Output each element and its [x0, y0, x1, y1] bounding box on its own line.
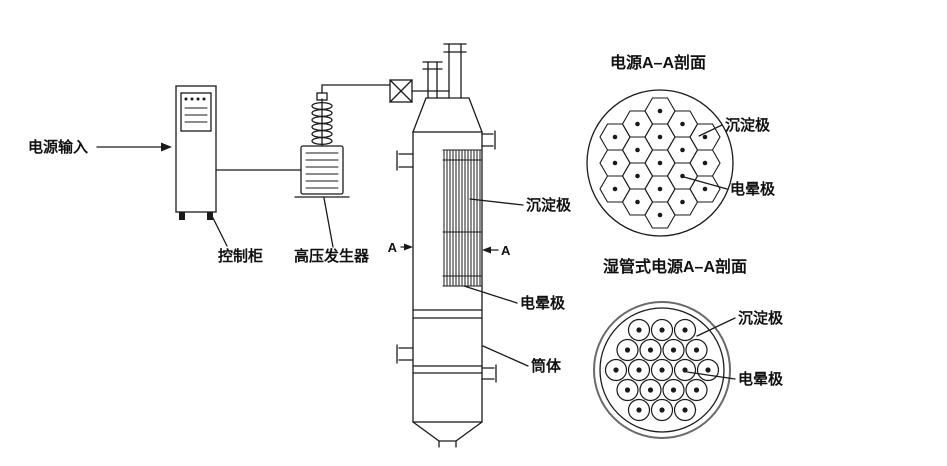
- wet-tube-section: 湿管式电源A–A剖面 沉淀极 电晕极: [593, 257, 784, 439]
- leader-line: [463, 285, 518, 304]
- wet-corona-electrode-label: 电晕极: [738, 370, 784, 388]
- control-cabinet: 控制柜: [175, 85, 263, 265]
- power-input-label: 电源输入: [28, 138, 88, 156]
- section-marker-a-left: A: [388, 240, 398, 255]
- wet-section-outer-ring: [593, 301, 731, 439]
- wet-collecting-electrode-label: 沉淀极: [738, 309, 784, 327]
- hv-generator-label: 高压发生器: [294, 247, 370, 265]
- plate-corona-electrode-label: 电晕极: [730, 180, 776, 198]
- leader-line: [698, 124, 723, 137]
- hex-pattern: [599, 97, 721, 229]
- vessel-hood: [412, 97, 483, 133]
- leader-line: [683, 176, 728, 190]
- leader-line: [323, 197, 334, 248]
- wet-tube-section-title: 湿管式电源A–A剖面: [602, 257, 747, 276]
- vessel-cone: [412, 421, 483, 442]
- wet-section-inner-ring: [599, 307, 725, 433]
- section-markers: A A: [388, 240, 511, 258]
- power-input: 电源输入: [28, 138, 172, 156]
- plate-section-circle: [586, 89, 734, 237]
- leader-line: [696, 317, 736, 337]
- arrow-left-icon: [482, 246, 491, 254]
- arrow-right-icon: [161, 142, 172, 152]
- arrow-right-icon: [404, 243, 413, 251]
- collecting-electrode-label: 沉淀极: [526, 196, 572, 214]
- hv-generator: 高压发生器: [294, 84, 391, 265]
- control-cabinet-label: 控制柜: [218, 247, 263, 265]
- leader-line: [686, 371, 736, 380]
- plate-section: 电源A–A剖面 沉淀极 电晕极: [586, 53, 776, 237]
- vessel-shell: [412, 131, 483, 423]
- leader-line: [469, 198, 524, 206]
- leader-line: [482, 345, 529, 367]
- electrode-hatch: [442, 149, 482, 287]
- wet-tube-pattern: [604, 318, 720, 422]
- corona-electrode-label: 电晕极: [520, 294, 566, 312]
- shell-label: 筒体: [531, 357, 562, 375]
- precipitator-vessel: [396, 97, 497, 448]
- vessel-top-pipes: [422, 43, 467, 99]
- plate-collecting-electrode-label: 沉淀极: [725, 116, 771, 134]
- plate-section-title: 电源A–A剖面: [610, 53, 706, 72]
- vessel-top-bushing: [389, 79, 450, 103]
- leader-line: [210, 213, 228, 247]
- vessel-labels: 沉淀极 电晕极 筒体: [463, 196, 572, 375]
- section-marker-a-right: A: [501, 243, 511, 258]
